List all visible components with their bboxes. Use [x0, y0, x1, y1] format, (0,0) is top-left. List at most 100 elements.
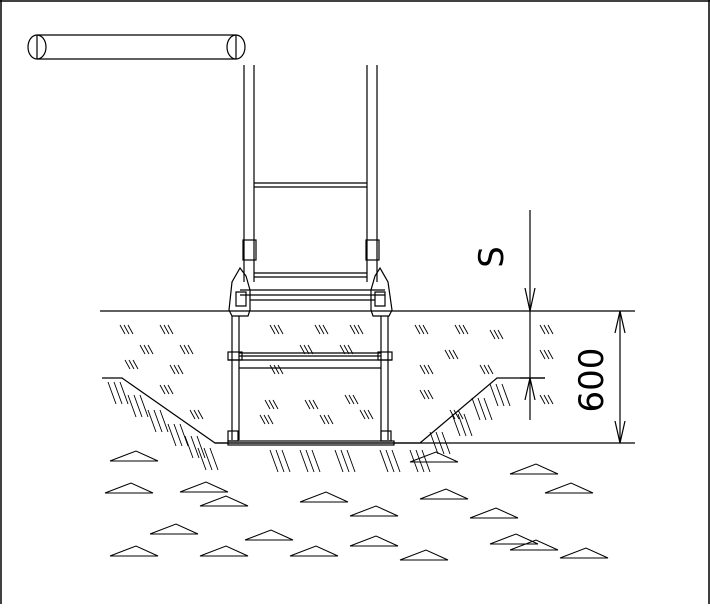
soil-hatch-stroke — [357, 324, 364, 335]
soil-hatch-mark — [479, 364, 494, 375]
soil-hatch-mark — [159, 384, 174, 395]
soil-hatch-stroke — [179, 344, 186, 355]
soil-hatch-stroke — [303, 344, 310, 355]
slope-hatch-mark — [379, 449, 401, 473]
gravel-stone — [509, 539, 559, 551]
gravel-stone — [469, 507, 519, 519]
slope-hatch-mark — [471, 397, 493, 421]
dimension-s — [520, 210, 545, 420]
slope-hatch-stroke — [489, 383, 499, 407]
soil-hatch-mark — [414, 324, 429, 335]
right-anchor-post — [377, 316, 393, 442]
soil-hatch-stroke — [458, 324, 465, 335]
slope-hatch-stroke — [127, 394, 137, 418]
soil-hatch-stroke — [128, 359, 135, 370]
ladder-rungs — [240, 182, 385, 301]
soil-hatch-stroke — [343, 344, 350, 355]
dimension-s-label: S — [472, 246, 512, 268]
slope-hatch-stroke — [379, 449, 389, 473]
slope-hatch-mark — [127, 394, 149, 418]
soil-hatch-stroke — [263, 414, 270, 425]
soil-hatch-stroke — [452, 349, 459, 360]
slope-hatch-mark — [184, 435, 206, 459]
soil-hatch-mark — [539, 349, 554, 360]
soil-hatch-stroke — [497, 329, 504, 340]
soil-hatch-stroke — [269, 324, 276, 335]
slope-hatch-mark — [429, 431, 451, 455]
gravel-stone — [419, 488, 469, 500]
dimension-600-label: 600 — [572, 348, 612, 413]
gravel-stone — [509, 463, 559, 475]
slope-hatch-mark — [451, 413, 473, 437]
soil-hatch-stroke — [299, 344, 306, 355]
soil-hatch-stroke — [539, 324, 546, 335]
dimension-600 — [614, 310, 626, 444]
slope-hatch-stroke — [113, 381, 123, 405]
slope-hatch-stroke — [409, 449, 419, 473]
gravel-stone — [244, 529, 294, 541]
soil-hatch-stroke — [323, 414, 330, 425]
soil-hatch-stroke — [547, 324, 554, 335]
soil-hatch-stroke — [167, 324, 174, 335]
slope-hatch-stroke — [471, 397, 481, 421]
soil-hatch-stroke — [139, 344, 146, 355]
slope-hatch-mark — [147, 409, 169, 433]
slope-hatch-stroke — [203, 447, 213, 471]
slope-hatch-stroke — [196, 435, 206, 459]
soil-hatch-stroke — [427, 389, 434, 400]
soil-hatch-stroke — [423, 389, 430, 400]
slope-hatch-stroke — [346, 449, 356, 473]
gravel-stone — [104, 482, 154, 494]
slope-hatch-stroke — [501, 383, 511, 407]
slope-hatch-mark — [409, 449, 431, 473]
slope-hatch-stroke — [209, 447, 219, 471]
slope-hatch-stroke — [495, 383, 505, 407]
soil-hatch-mark — [319, 414, 334, 425]
gravel-stone — [544, 482, 594, 494]
soil-hatch-stroke — [543, 349, 550, 360]
left-bracket — [228, 266, 251, 317]
soil-hatch-stroke — [344, 394, 351, 405]
soil-hatch-mark — [264, 399, 279, 410]
soil-hatch-stroke — [167, 384, 174, 395]
soil-hatch-stroke — [363, 409, 370, 420]
slope-hatch-stroke — [173, 423, 183, 447]
gravel-stone — [109, 450, 159, 462]
soil-hatch-stroke — [143, 344, 150, 355]
soil-hatch-stroke — [414, 324, 421, 335]
soil-hatch-stroke — [423, 364, 430, 375]
soil-hatch-stroke — [543, 324, 550, 335]
soil-hatch-stroke — [187, 344, 194, 355]
soil-hatch-stroke — [487, 364, 494, 375]
gravel-bed — [104, 450, 609, 561]
gravel-stone — [109, 545, 159, 557]
soil-hatch-stroke — [267, 414, 274, 425]
soil-hatch-stroke — [189, 409, 196, 420]
soil-hatching — [119, 324, 554, 425]
soil-hatch-stroke — [347, 344, 354, 355]
soil-hatch-stroke — [312, 399, 319, 410]
gravel-stone — [349, 505, 399, 517]
soil-hatch-stroke — [123, 324, 130, 335]
soil-hatch-stroke — [419, 389, 426, 400]
soil-hatch-stroke — [453, 409, 460, 420]
soil-hatch-mark — [269, 324, 284, 335]
slope-hatch-mark — [167, 423, 189, 447]
soil-hatch-stroke — [489, 329, 496, 340]
slope-hatch-stroke — [385, 449, 395, 473]
soil-hatch-stroke — [448, 349, 455, 360]
gravel-stone — [409, 451, 459, 463]
slope-hatch-mark — [334, 449, 356, 473]
soil-hatch-stroke — [454, 324, 461, 335]
soil-hatch-stroke — [264, 399, 271, 410]
soil-hatch-stroke — [444, 349, 451, 360]
slope-hatch-stroke — [391, 449, 401, 473]
soil-hatch-stroke — [349, 324, 356, 335]
soil-hatch-mark — [299, 344, 314, 355]
soil-hatch-mark — [159, 324, 174, 335]
slope-hatch-stroke — [334, 449, 344, 473]
soil-hatch-stroke — [159, 324, 166, 335]
soil-hatch-stroke — [318, 324, 325, 335]
soil-hatch-stroke — [322, 324, 329, 335]
